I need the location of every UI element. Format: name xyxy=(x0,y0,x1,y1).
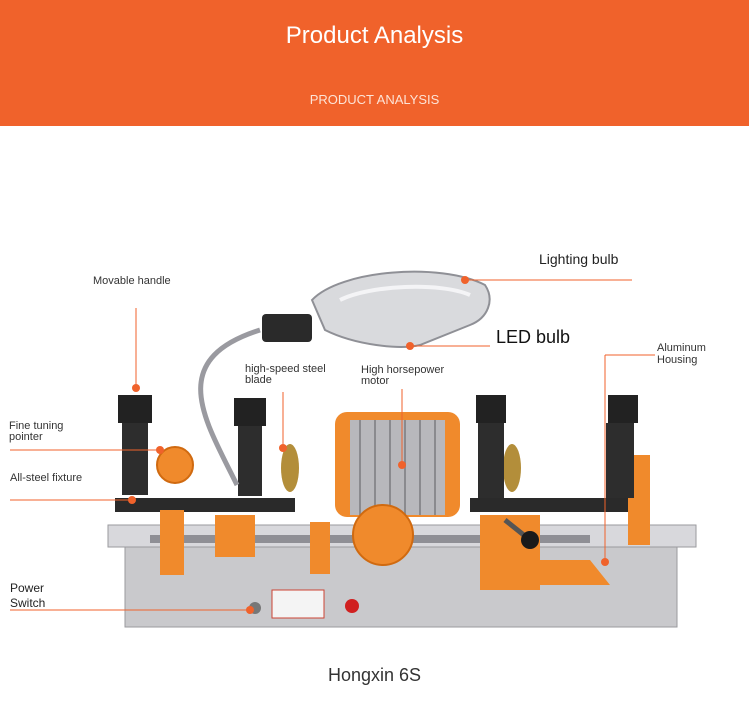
header-banner: Product Analysis PRODUCT ANALYSIS xyxy=(0,0,749,126)
gooseneck xyxy=(198,327,261,487)
clamp-3 xyxy=(476,395,506,423)
label-blade-line1: high-speed steel xyxy=(245,363,326,375)
clamp-4-body xyxy=(606,423,634,498)
fine-tuning-knob xyxy=(156,446,194,484)
page-subtitle: PRODUCT ANALYSIS xyxy=(309,92,440,107)
label-fixture: All-steel fixture xyxy=(10,472,83,484)
blade-left xyxy=(281,444,299,492)
label-blade-line2: blade xyxy=(245,374,272,386)
motor-fins xyxy=(350,420,445,515)
page-title: Product Analysis xyxy=(285,22,464,49)
label-fine-tuning-line2: pointer xyxy=(9,431,43,443)
clamp-1-body xyxy=(122,423,148,495)
label-aluminum-line1: Aluminum xyxy=(657,342,706,354)
support-mid xyxy=(310,522,330,574)
label-led-bulb: LED bulb xyxy=(496,327,571,347)
carriage-right xyxy=(485,560,610,585)
callout-dot-handle xyxy=(132,384,140,392)
support-left xyxy=(160,510,184,575)
callout-dot-blade xyxy=(279,444,287,452)
label-motor-line2: motor xyxy=(361,375,390,387)
label-aluminum-line2: Housing xyxy=(657,354,698,366)
lamp-socket xyxy=(262,314,312,342)
label-lighting-bulb: Lighting bulb xyxy=(539,251,619,267)
label-power-line2: Switch xyxy=(10,596,46,610)
lamp-shade xyxy=(310,270,491,348)
clamp-2 xyxy=(234,398,266,426)
rail-right xyxy=(470,498,635,512)
label-fine-tuning-line1: Fine tuning xyxy=(9,420,64,432)
callout-dot-aluminum xyxy=(601,558,609,566)
label-power-line1: Power xyxy=(10,581,45,595)
callout-dot-fixture xyxy=(128,496,136,504)
callout-dot-led xyxy=(406,342,414,350)
callout-dot-motor xyxy=(398,461,406,469)
clamp-3-body xyxy=(478,423,504,498)
clamp-2-body xyxy=(238,426,262,496)
product-caption: Hongxin 6S xyxy=(327,665,422,685)
label-motor-line1: High horsepower xyxy=(361,364,445,376)
callout-dot-lighting xyxy=(461,276,469,284)
indicator-light xyxy=(345,599,359,613)
certificate-plate xyxy=(271,589,325,619)
callout-dot-power xyxy=(246,606,254,614)
support-mid-left xyxy=(215,515,255,557)
blade-right xyxy=(503,444,521,492)
rail-left xyxy=(115,498,295,512)
motor-knob xyxy=(352,504,414,566)
clamp-1 xyxy=(118,395,152,423)
clamp-4 xyxy=(608,395,638,423)
callout-dot-fine-tuning xyxy=(156,446,164,454)
label-movable-handle: Movable handle xyxy=(93,275,171,287)
